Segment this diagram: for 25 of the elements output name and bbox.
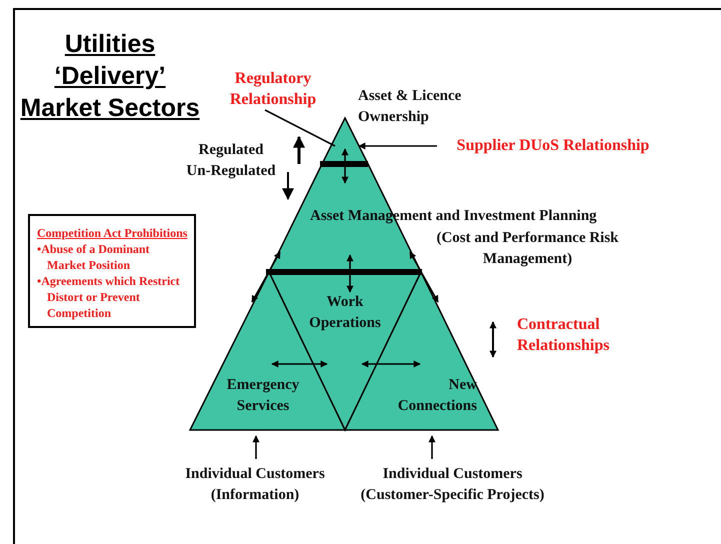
- arrow: [358, 142, 437, 150]
- section-label: (Cost and Performance Risk Management): [435, 229, 620, 269]
- arrow: [428, 435, 436, 459]
- section-label: Asset & Licence Ownership: [358, 87, 462, 127]
- bullet-item: •Abuse of a Dominant Market Position: [37, 241, 151, 273]
- arrow: [252, 435, 260, 459]
- annotation-text: Regulatory Relationship: [208, 68, 338, 110]
- annotation-text: Contractual Relationships: [517, 315, 610, 356]
- annotation-text: Un-Regulated: [185, 162, 277, 181]
- arrow: [251, 251, 281, 303]
- leader-line: [264, 109, 336, 147]
- section-label: Work Operations: [308, 293, 382, 333]
- section-label: Emergency Services: [226, 376, 300, 416]
- arrow: [346, 254, 354, 293]
- arrow: [271, 360, 328, 368]
- section-label: New Connections: [396, 376, 477, 416]
- arrow: [409, 251, 439, 303]
- arrow: [361, 360, 421, 368]
- annotation-text: Supplier DUoS Relationship: [438, 135, 668, 156]
- bullet-item: •Agreements which Restrict Distort or Prevent Competition: [37, 273, 181, 321]
- note-heading: Competition Act Prohibitions: [37, 225, 188, 241]
- annotation-text: Regulated: [198, 141, 264, 160]
- slide-title: Utilities ‘Delivery’ Market Sectors: [19, 29, 201, 124]
- arrow: [342, 148, 348, 184]
- note-box: [28, 214, 196, 328]
